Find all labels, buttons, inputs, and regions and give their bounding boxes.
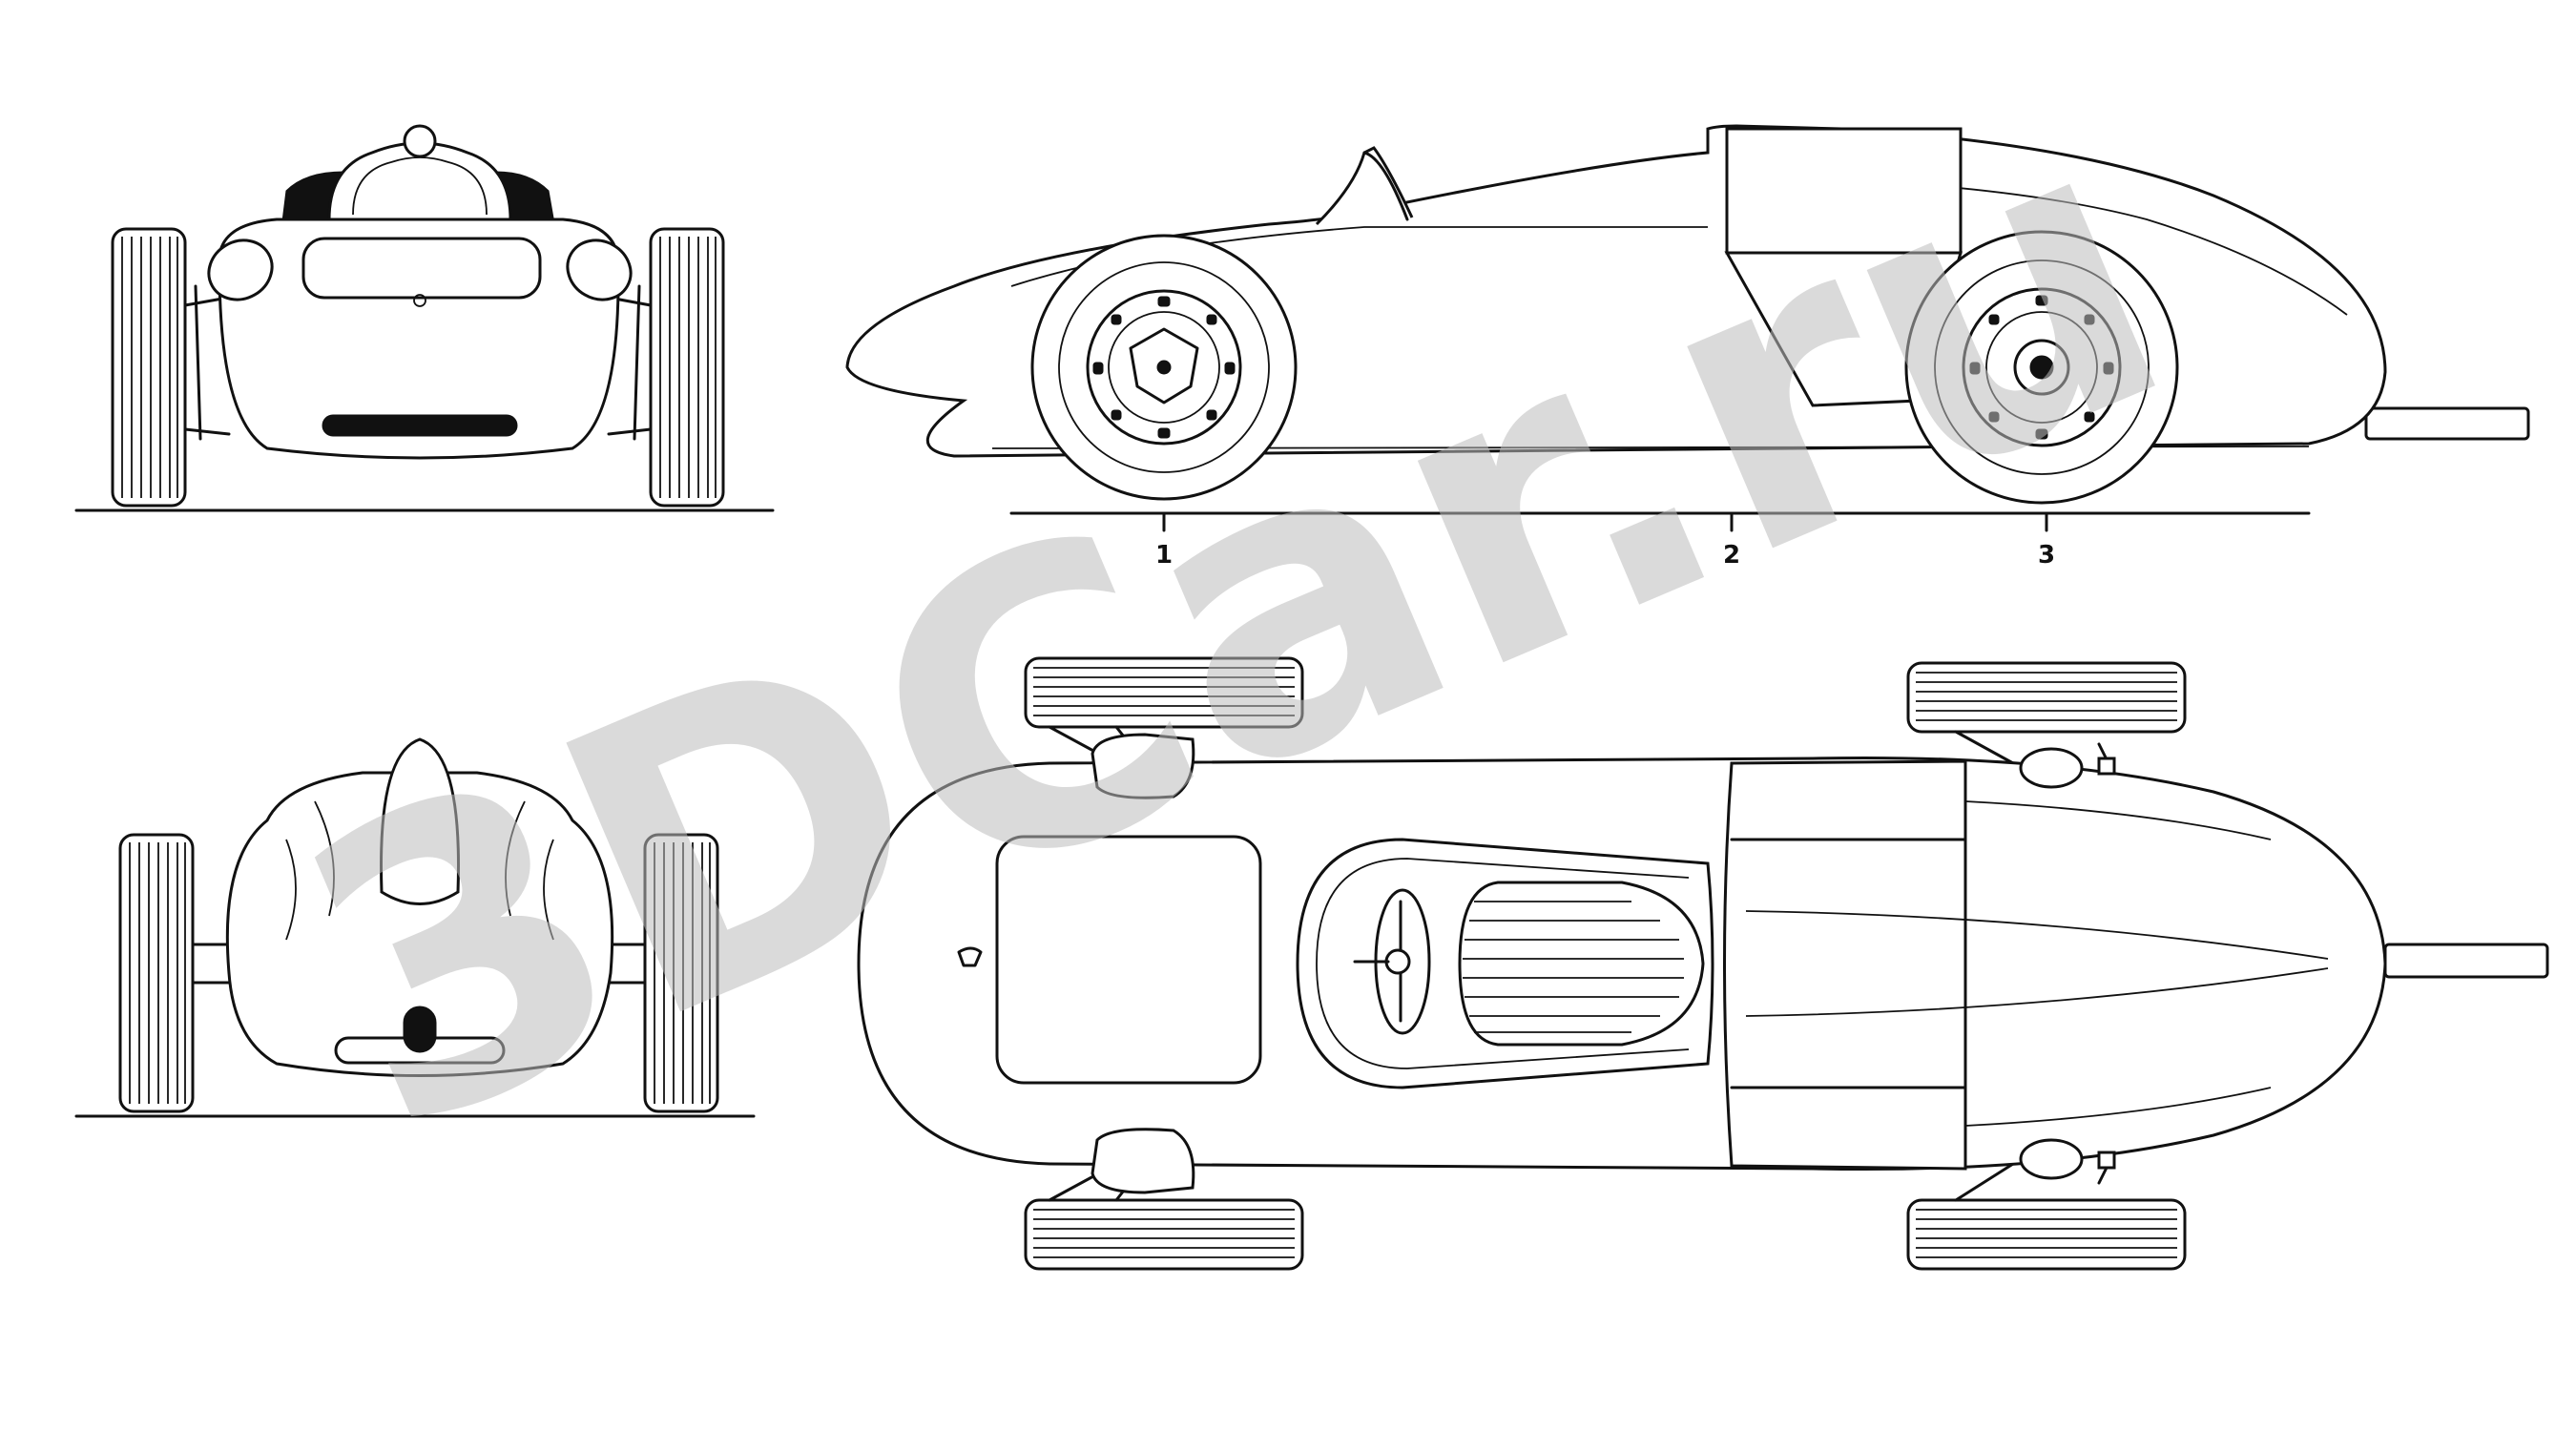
top-rear-right-tire [1906,1198,2187,1271]
side-view-icon: 1 2 3 [845,124,2530,570]
station-marker-1: 1 [1155,541,1173,570]
front-right-tire [649,227,725,508]
rear-left-tire [118,833,195,1113]
top-front-right-tire [1024,1198,1304,1271]
front-view-icon [74,124,775,512]
station-markers: 1 2 3 [1155,511,2055,570]
steering-wheel-icon [1353,888,1431,1035]
side-rear-wheel [1904,230,2179,505]
top-view-icon [857,656,2549,1271]
top-front-left-tire [1024,656,1304,729]
rear-right-tire [643,833,719,1113]
station-marker-2: 2 [1723,541,1740,570]
rear-view-icon [74,737,756,1118]
side-front-wheel [1030,234,1298,501]
station-marker-3: 3 [2038,541,2055,570]
top-rear-left-tire [1906,661,2187,734]
front-left-tire [111,227,187,508]
